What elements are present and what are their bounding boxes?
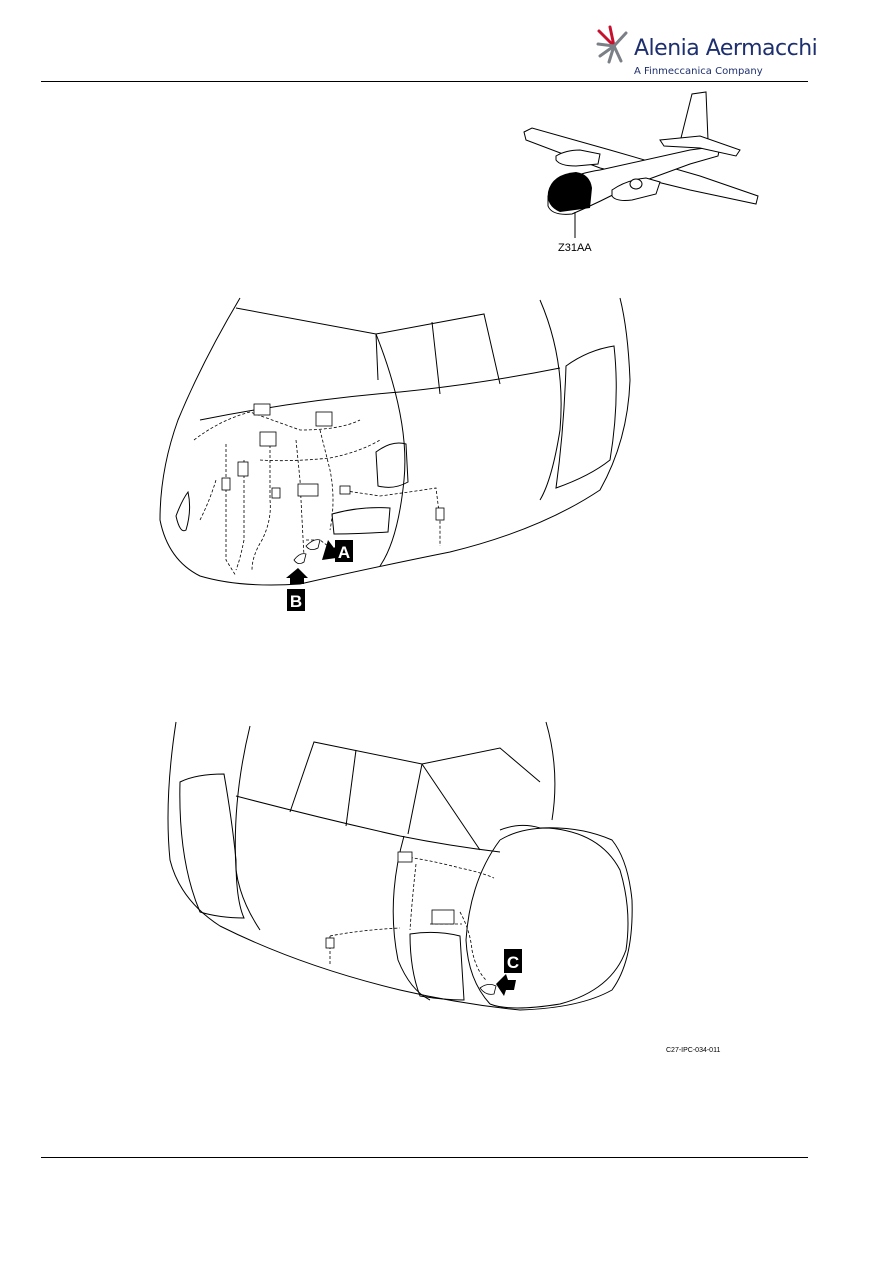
callout-a-box (335, 540, 353, 562)
callout-b-label: B (290, 592, 302, 611)
header-rule (41, 81, 808, 82)
zone-label: Z31AA (558, 242, 592, 254)
callout-b-box (287, 589, 305, 611)
footer-rule (41, 1157, 808, 1158)
callout-c-label: C (507, 953, 519, 972)
callout-c-arrow (496, 974, 516, 996)
callout-b-arrow (286, 568, 308, 584)
callout-a-label: A (338, 543, 350, 562)
brand-name: Alenia Aermacchi (634, 36, 818, 61)
callout-c-box (504, 949, 522, 973)
brand-tagline: A Finmeccanica Company (634, 66, 763, 77)
figure-reference: C27-IPC-034-011 (666, 1047, 721, 1054)
